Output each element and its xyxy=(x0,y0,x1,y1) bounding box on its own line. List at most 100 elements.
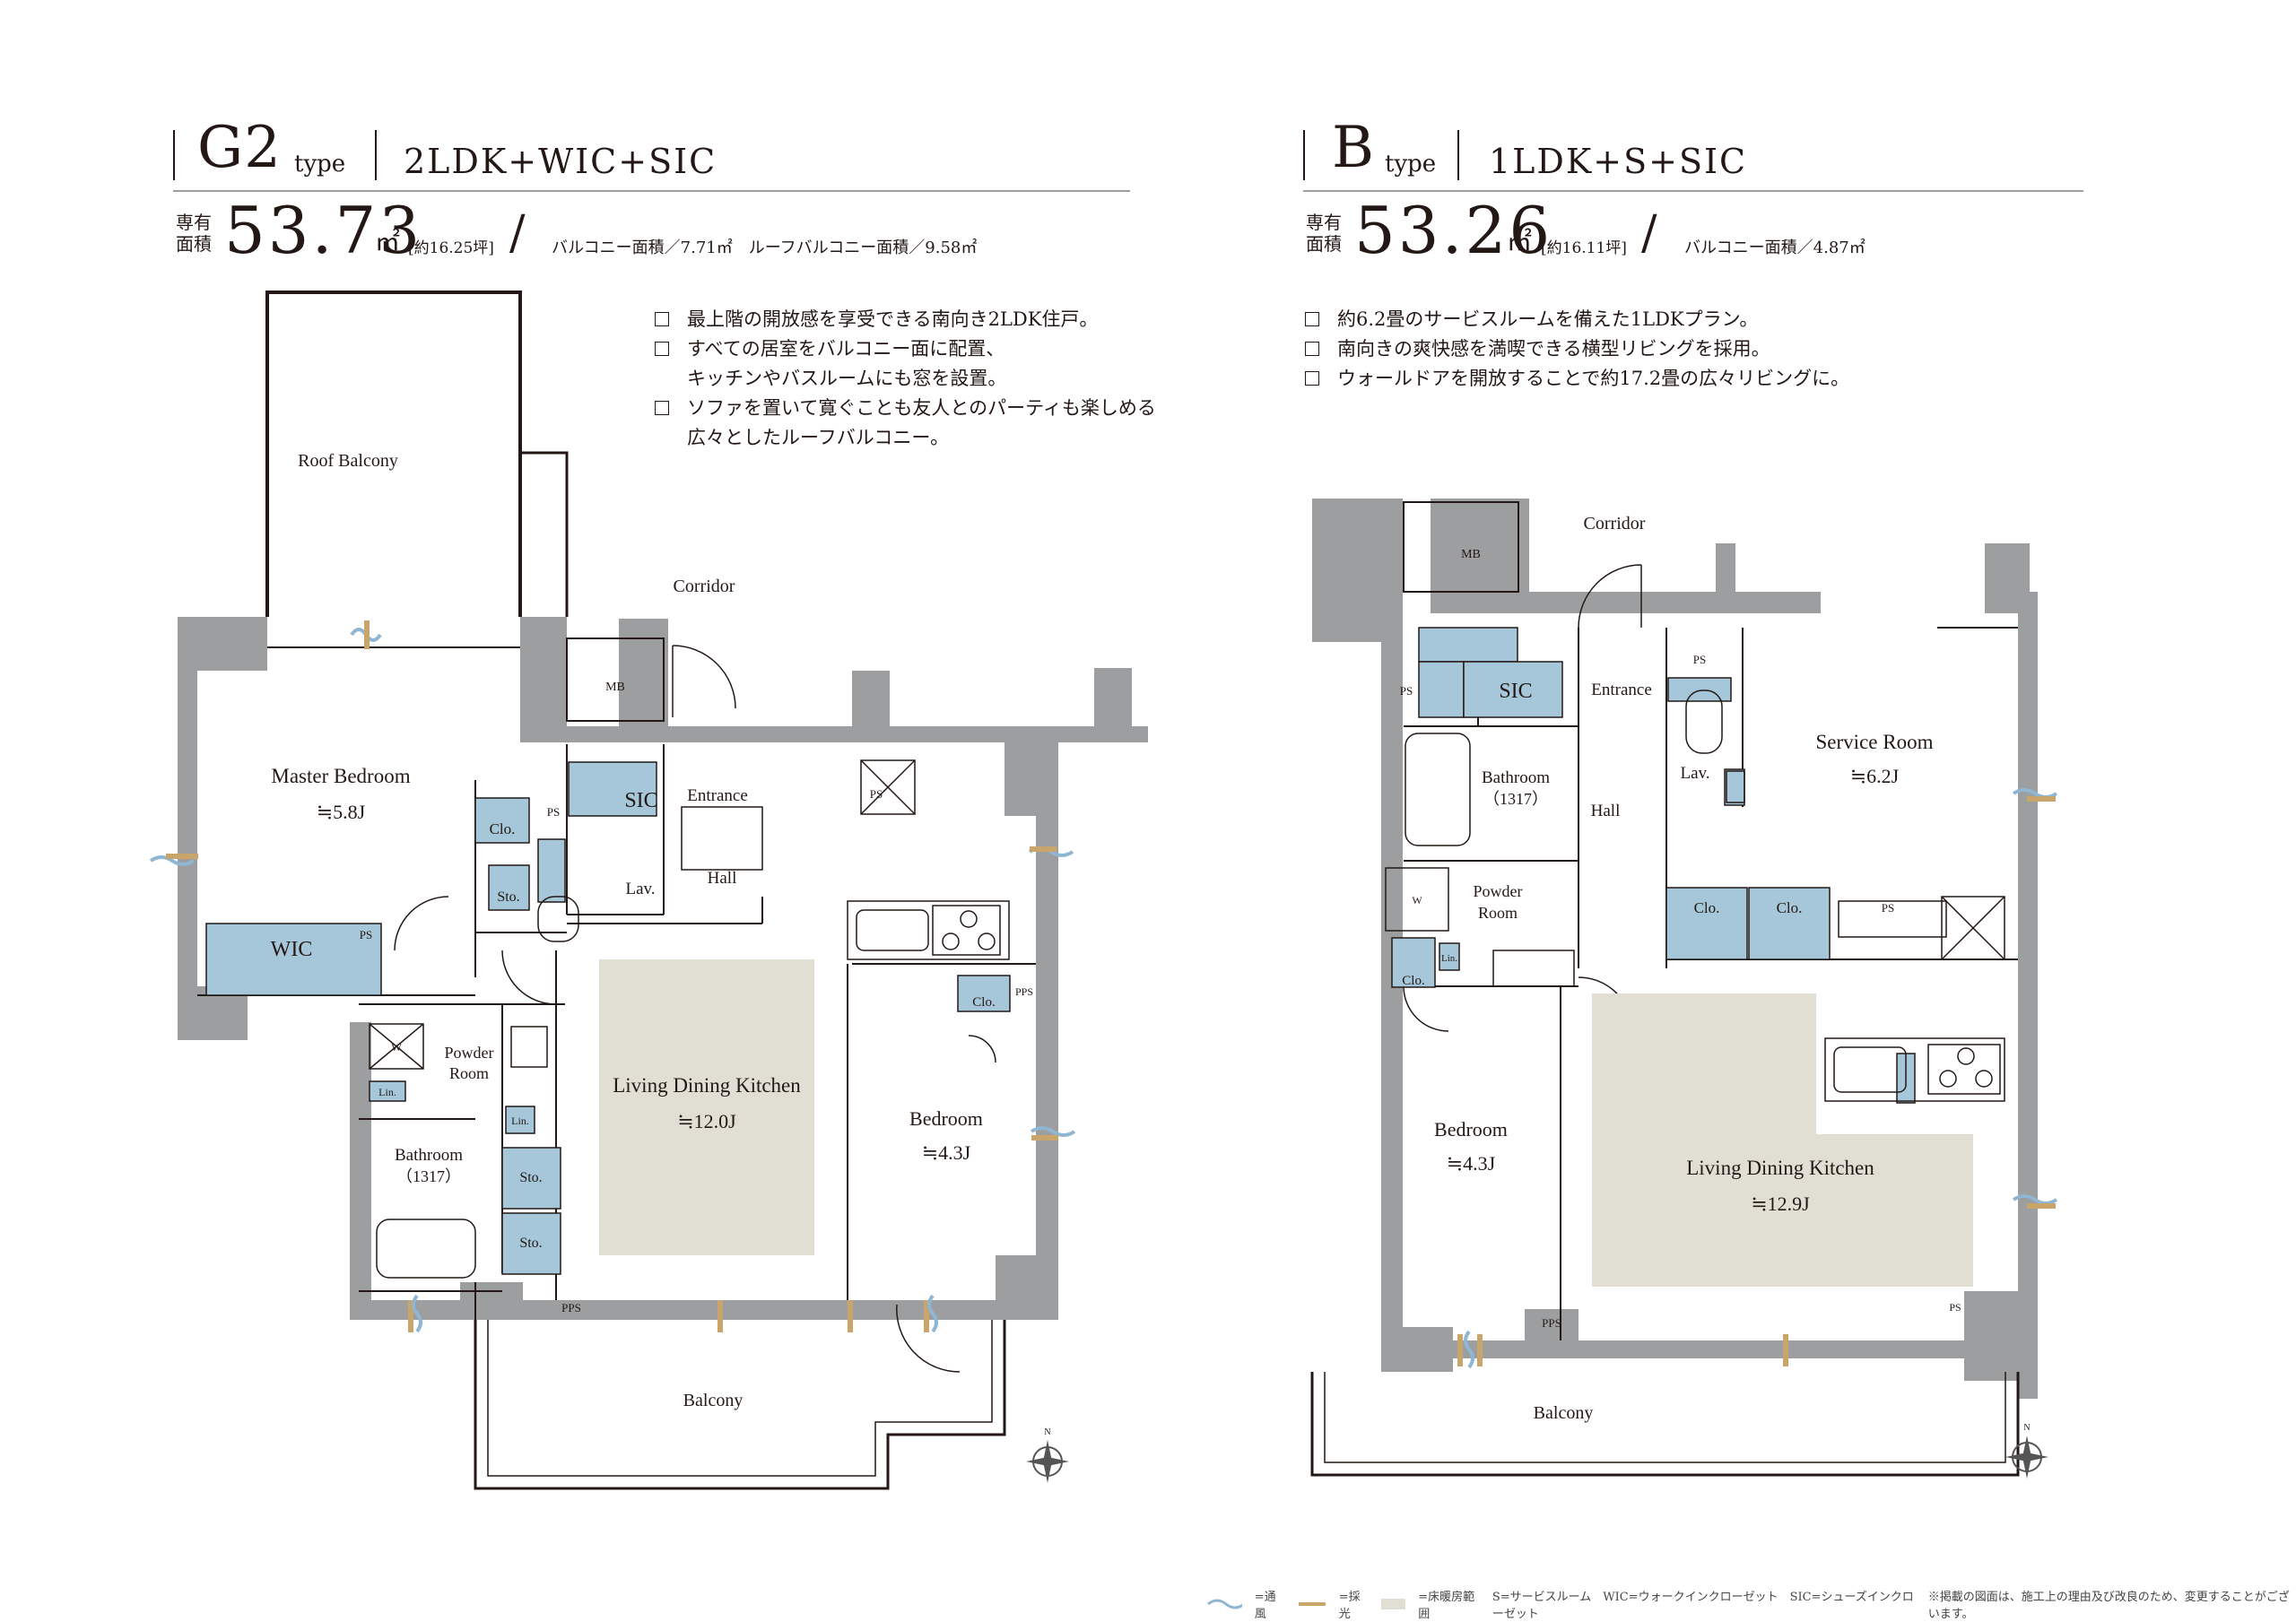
legend-note: ※掲載の図面は、施工上の理由及び改良のため、変更することがございます。 xyxy=(1927,1591,2290,1621)
label-bathroom: Bathroom xyxy=(395,1146,463,1165)
label-ps: PS xyxy=(1693,653,1706,666)
label-hall: Hall xyxy=(1591,802,1621,820)
label-ps: PS xyxy=(870,787,883,801)
bullet-item: 南向きの爽快感を満喫できる横型リビングを採用。 xyxy=(1305,334,1933,364)
label-bedroom: Bedroom xyxy=(1434,1118,1508,1141)
label-bedroom-size: ≒4.3J xyxy=(922,1141,971,1164)
label-clo: Clo. xyxy=(1694,899,1720,916)
label-hall: Hall xyxy=(708,869,737,888)
compass-icon xyxy=(1026,1440,1069,1483)
label-w: W xyxy=(391,1041,402,1054)
label-north: N xyxy=(2023,1423,2030,1433)
legend-wind: =通風 xyxy=(1254,1591,1276,1621)
interior-walls xyxy=(197,646,1036,1381)
header-rule xyxy=(1303,190,2083,192)
label-ldk: Living Dining Kitchen xyxy=(1686,1157,1874,1179)
left-area-tsubo: [約16.25坪] xyxy=(408,239,494,257)
right-area-tsubo: [約16.11坪] xyxy=(1541,239,1627,257)
storage-areas xyxy=(205,761,1011,1275)
label-ps: PS xyxy=(1400,684,1413,698)
label-entrance: Entrance xyxy=(687,786,748,805)
label-corridor: Corridor xyxy=(674,577,735,596)
bullet-continuation: 広々としたルーフバルコニー。 xyxy=(687,427,950,448)
left-balcony-area: バルコニー面積／7.71㎡ ルーフバルコニー面積／9.58㎡ xyxy=(552,239,978,257)
ventilation-markers xyxy=(149,620,1076,1333)
label-roof-balcony: Roof Balcony xyxy=(298,451,398,471)
label-ldk-size: ≒12.9J xyxy=(1751,1193,1810,1215)
doors xyxy=(394,645,996,1373)
ldk-floor-heating xyxy=(1592,993,1973,1287)
legend-light: =採光 xyxy=(1338,1591,1361,1621)
balcony-rail xyxy=(1310,1372,2020,1477)
label-balcony: Balcony xyxy=(1534,1403,1594,1423)
label-lin: Lin. xyxy=(378,1086,396,1098)
left-area-label: 専有面積 xyxy=(176,212,212,255)
label-sic: SIC xyxy=(624,789,657,812)
label-balcony: Balcony xyxy=(683,1391,744,1410)
label-mb: MB xyxy=(605,681,625,694)
slash: / xyxy=(509,206,526,260)
floor-heating-swatch xyxy=(1381,1599,1406,1609)
label-lav: Lav. xyxy=(625,880,655,898)
label-lin: Lin. xyxy=(1441,953,1457,964)
label-pps: PPS xyxy=(1542,1316,1561,1330)
label-sto: Sto. xyxy=(519,1170,542,1185)
left-area-unit: ㎡ xyxy=(375,227,401,256)
wind-icon xyxy=(1207,1599,1242,1609)
label-bathroom: Bathroom xyxy=(1482,768,1550,787)
mb-closet xyxy=(566,638,665,722)
right-area-value: 53.26 xyxy=(1354,193,1553,268)
label-ps: PS xyxy=(1882,901,1894,915)
light-icon xyxy=(1299,1602,1326,1606)
slash: / xyxy=(1641,206,1657,260)
label-service-size: ≒6.2J xyxy=(1850,765,1900,787)
label-lav: Lav. xyxy=(1680,764,1709,783)
bullet-item: すべての居室をバルコニー面に配置、 xyxy=(655,334,1157,364)
label-north: N xyxy=(1044,1427,1050,1437)
ventilation-markers xyxy=(1457,788,2058,1369)
fixtures xyxy=(1385,690,2005,1102)
header-divider xyxy=(1457,130,1459,180)
bullet-item: ウォールドアを開放することで約17.2畳の広々リビングに。 xyxy=(1305,364,1933,394)
left-area-value: 53.73 xyxy=(224,193,423,268)
label-ldk-size: ≒12.0J xyxy=(677,1110,736,1132)
header-rule xyxy=(173,190,1130,192)
balcony-rail xyxy=(474,1320,1006,1490)
roof-balcony xyxy=(265,291,569,617)
label-w: W xyxy=(1412,894,1422,906)
legend-abbreviations: S=サービスルーム WIC=ウォークインクローゼット SIC=シューズインクロー… xyxy=(1492,1591,1914,1621)
label-corridor: Corridor xyxy=(1584,514,1646,533)
right-bullet-list: 約6.2畳のサービスルームを備えた1LDKプラン。 南向きの爽快感を満喫できる横… xyxy=(1305,305,1933,394)
header-divider xyxy=(1303,130,1305,180)
left-type-letter: G2 xyxy=(197,115,282,181)
mb-closet xyxy=(1403,501,1519,593)
label-sto: Sto. xyxy=(497,889,519,905)
label-sic: SIC xyxy=(1499,680,1532,703)
label-master-bedroom: Master Bedroom xyxy=(271,765,410,787)
label-service-room: Service Room xyxy=(1816,731,1934,753)
ldk-floor-heating xyxy=(599,959,814,1255)
left-type-word: type xyxy=(294,151,346,178)
legend-floor-heating: =床暖房範囲 xyxy=(1418,1591,1475,1621)
label-room: Room xyxy=(449,1064,489,1082)
label-ps: PS xyxy=(547,805,560,819)
right-plan-name: 1LDK+S+SIC xyxy=(1489,142,1748,181)
label-bedroom-size: ≒4.3J xyxy=(1447,1152,1496,1175)
label-clo: Clo. xyxy=(1777,899,1803,916)
label-ldk: Living Dining Kitchen xyxy=(613,1074,801,1097)
label-clo: Clo. xyxy=(972,995,995,1010)
label-powder: Powder xyxy=(445,1044,494,1062)
label-wic: WIC xyxy=(271,938,313,961)
label-mb: MB xyxy=(1461,548,1481,561)
label-master-size: ≒5.8J xyxy=(317,801,366,823)
label-ps: PS xyxy=(360,928,372,941)
label-ps: PS xyxy=(1949,1301,1961,1314)
label-bedroom: Bedroom xyxy=(909,1107,983,1130)
header-divider xyxy=(173,130,175,180)
label-entrance: Entrance xyxy=(1591,681,1652,699)
bullet-item: 約6.2畳のサービスルームを備えた1LDKプラン。 xyxy=(1305,305,1933,334)
right-area-label: 専有面積 xyxy=(1306,212,1342,255)
right-balcony-area: バルコニー面積／4.87㎡ xyxy=(1684,239,1866,257)
